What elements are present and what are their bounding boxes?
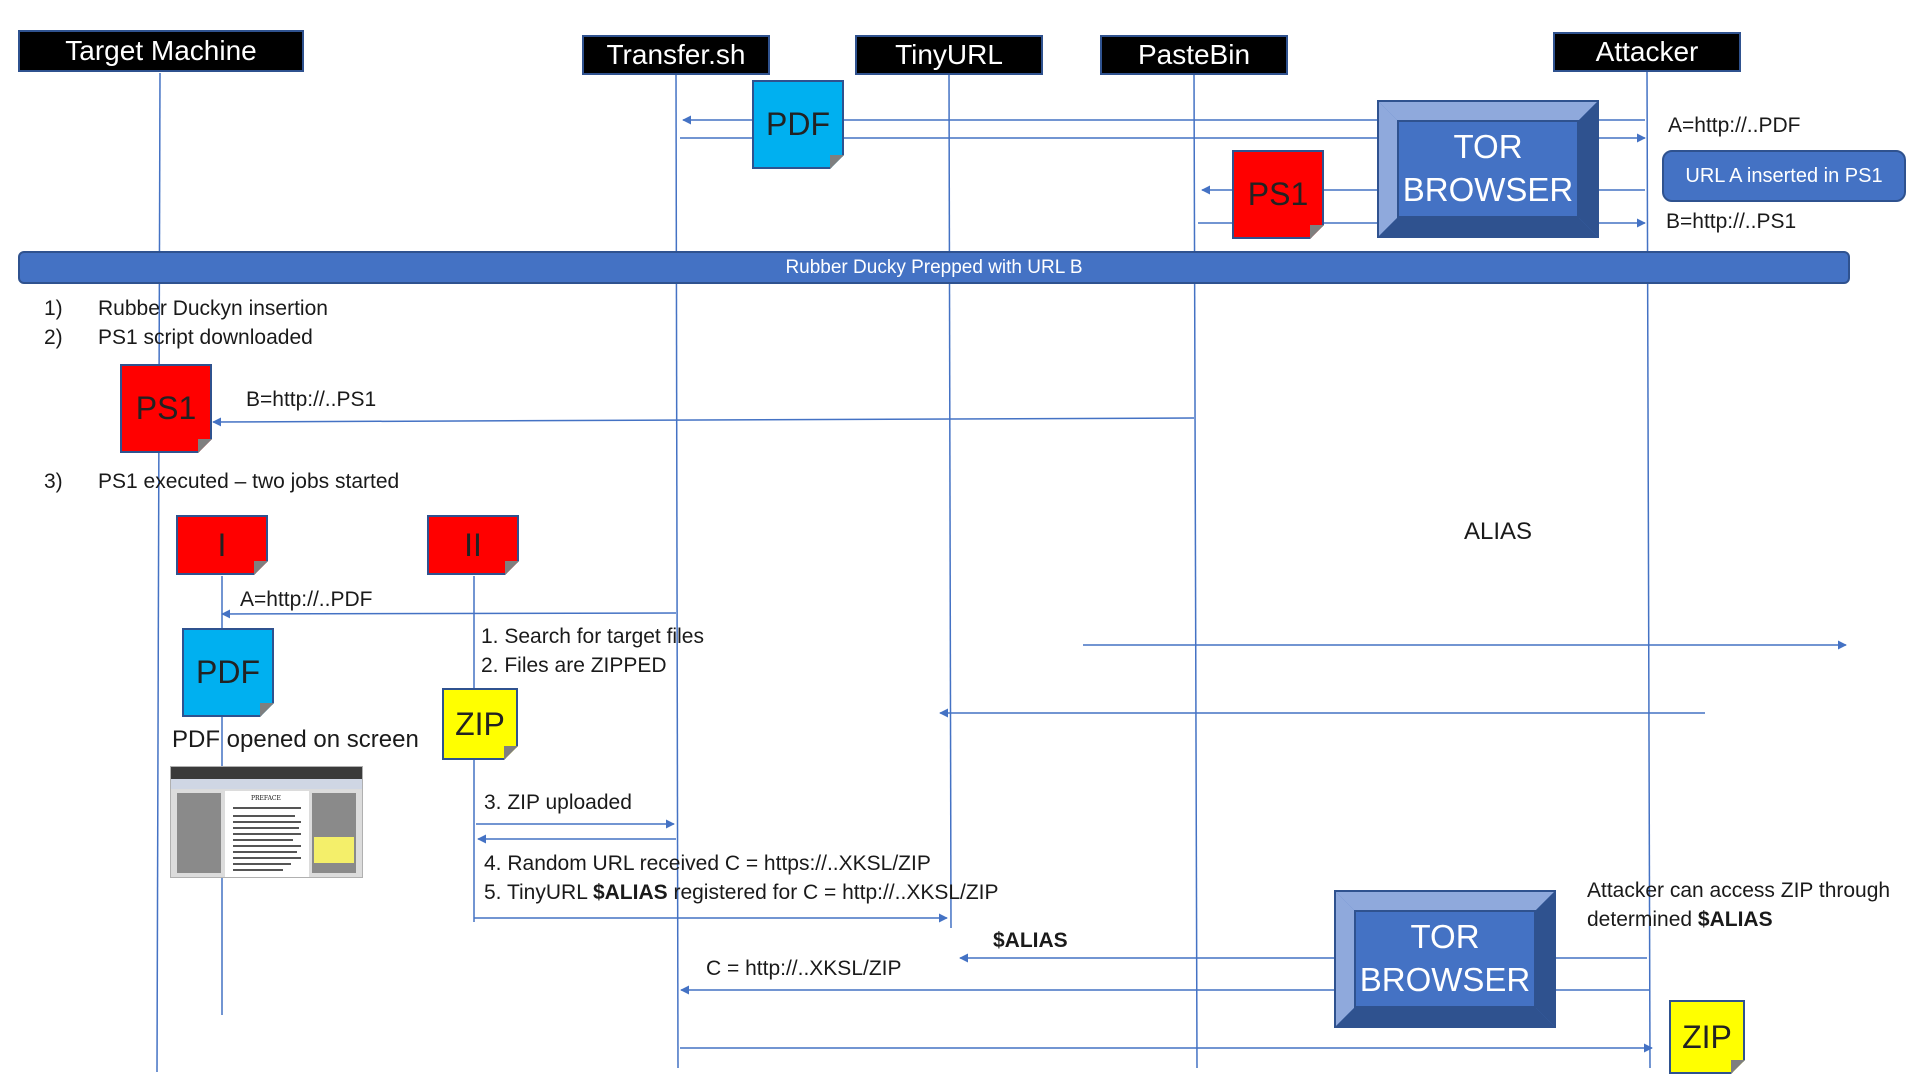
- tor-bottom-bevel-top: [1336, 892, 1554, 910]
- pill-url-a-label: URL A inserted in PS1: [1685, 164, 1883, 187]
- tor-top-bevel-bottom: [1379, 218, 1597, 236]
- attacker-access-pre: determined: [1587, 908, 1698, 931]
- label-search: 1. Search for target files: [481, 625, 704, 648]
- thumb-page: PREFACE: [225, 791, 309, 877]
- tor-bottom-bevel-right: [1536, 892, 1554, 1026]
- tor-top-bevel-top: [1379, 102, 1597, 120]
- tor-bottom-face: TOR BROWSER: [1354, 910, 1536, 1008]
- pill-url-a-inserted: URL A inserted in PS1: [1662, 150, 1906, 202]
- lane-pastebin: PasteBin: [1100, 35, 1288, 75]
- note-job-one: I: [176, 515, 268, 575]
- note-ps1-top: PS1: [1232, 150, 1324, 239]
- lifeline-target: [156, 72, 161, 1073]
- note-ps1-mid-label: PS1: [135, 390, 197, 426]
- tor-top-line1: TOR: [1453, 128, 1523, 166]
- label-zip-uploaded: 3. ZIP uploaded: [484, 791, 632, 814]
- step-5-pre: 5. TinyURL: [484, 881, 593, 904]
- step-1-text: Rubber Duckyn insertion: [98, 297, 328, 320]
- tor-bottom-bevel-left: [1336, 892, 1354, 1026]
- tor-bottom-line1: TOR: [1410, 918, 1480, 956]
- step-1-num: 1): [44, 297, 63, 320]
- note-ps1-mid: PS1: [120, 364, 212, 453]
- pdf-screen-thumbnail: PREFACE: [170, 766, 363, 878]
- label-zipped: 2. Files are ZIPPED: [481, 654, 667, 677]
- banner-rubber-ducky: Rubber Ducky Prepped with URL B: [18, 251, 1850, 284]
- tor-bottom-line2: BROWSER: [1359, 961, 1531, 998]
- label-b-ps1-mid: B=http://..PS1: [246, 388, 377, 411]
- lane-target-machine: Target Machine: [18, 30, 304, 72]
- label-c-url: C = http://..XKSL/ZIP: [706, 957, 902, 980]
- lane-transfer-label: Transfer.sh: [606, 39, 746, 70]
- lane-attacker: Attacker: [1553, 32, 1741, 72]
- tor-top-bevel-left: [1379, 102, 1397, 236]
- thumb-page-title: PREFACE: [251, 795, 281, 802]
- tor-browser-top: TOR BROWSER: [1377, 100, 1599, 238]
- arrow-ps1-download: [212, 417, 1195, 427]
- tor-top-line2: BROWSER: [1402, 171, 1574, 208]
- arrow-pdf-download: [221, 609, 677, 619]
- tor-bottom-bevel-bottom: [1336, 1008, 1554, 1026]
- tor-browser-bottom: TOR BROWSER: [1334, 890, 1556, 1028]
- label-attacker-access: Attacker can access ZIP through determin…: [1587, 876, 1890, 934]
- note-zip-target-label: ZIP: [455, 705, 505, 742]
- lifeline-pastebin: [1193, 72, 1198, 1069]
- label-alias-arrow: $ALIAS: [993, 929, 1068, 952]
- step-2-text: PS1 script downloaded: [98, 326, 313, 349]
- note-pdf-top: PDF: [752, 80, 844, 169]
- tor-top-bevel-right: [1579, 102, 1597, 236]
- attacker-access-line2: determined $ALIAS: [1587, 905, 1890, 934]
- lane-attacker-label: Attacker: [1595, 36, 1699, 67]
- step-2-num: 2): [44, 326, 63, 349]
- label-a-pdf-top: A=http://..PDF: [1668, 114, 1801, 137]
- step-5-post: registered for C = http://..XKSL/ZIP: [667, 881, 999, 904]
- note-ps1-top-label: PS1: [1247, 176, 1309, 212]
- note-pdf-target: PDF: [182, 628, 274, 717]
- thumb-toolbar: [171, 779, 362, 789]
- label-pdf-opened: PDF opened on screen: [172, 726, 419, 753]
- lane-transfer: Transfer.sh: [582, 35, 770, 75]
- label-alias-free: ALIAS: [1464, 518, 1533, 545]
- label-a-pdf-target: A=http://..PDF: [240, 588, 373, 611]
- attacker-access-alias: $ALIAS: [1697, 908, 1773, 931]
- note-pdf-target-label: PDF: [196, 654, 260, 690]
- lane-tinyurl-label: TinyURL: [895, 39, 1003, 70]
- banner-label: Rubber Ducky Prepped with URL B: [785, 256, 1083, 278]
- label-step-4: 4. Random URL received C = https://..XKS…: [484, 852, 931, 875]
- note-job-one-label: I: [217, 526, 227, 563]
- note-job-two-label: II: [464, 526, 482, 563]
- note-zip-attacker-label: ZIP: [1682, 1018, 1732, 1055]
- step-3-num: 3): [44, 470, 63, 493]
- lane-pastebin-label: PasteBin: [1137, 39, 1251, 70]
- note-pdf-top-label: PDF: [766, 106, 830, 142]
- lane-tinyurl: TinyURL: [855, 35, 1043, 75]
- step-3-text: PS1 executed – two jobs started: [98, 470, 400, 493]
- lifeline-transfer: [675, 72, 679, 1069]
- lifeline-attacker: [1646, 69, 1651, 1069]
- lane-target-label: Target Machine: [65, 35, 257, 66]
- thumb-titlebar: [171, 767, 362, 779]
- note-job-two: II: [427, 515, 519, 575]
- label-b-ps1-top: B=http://..PS1: [1666, 210, 1797, 233]
- step-5-alias: $ALIAS: [592, 881, 668, 904]
- tor-top-face: TOR BROWSER: [1397, 120, 1579, 218]
- lifeline-tinyurl: [948, 72, 952, 929]
- thumb-gutter-left: [177, 793, 221, 873]
- thumb-sticky-note: [314, 837, 354, 863]
- attacker-access-line1: Attacker can access ZIP through: [1587, 879, 1891, 902]
- label-step-5: 5. TinyURL $ALIAS registered for C = htt…: [484, 881, 999, 905]
